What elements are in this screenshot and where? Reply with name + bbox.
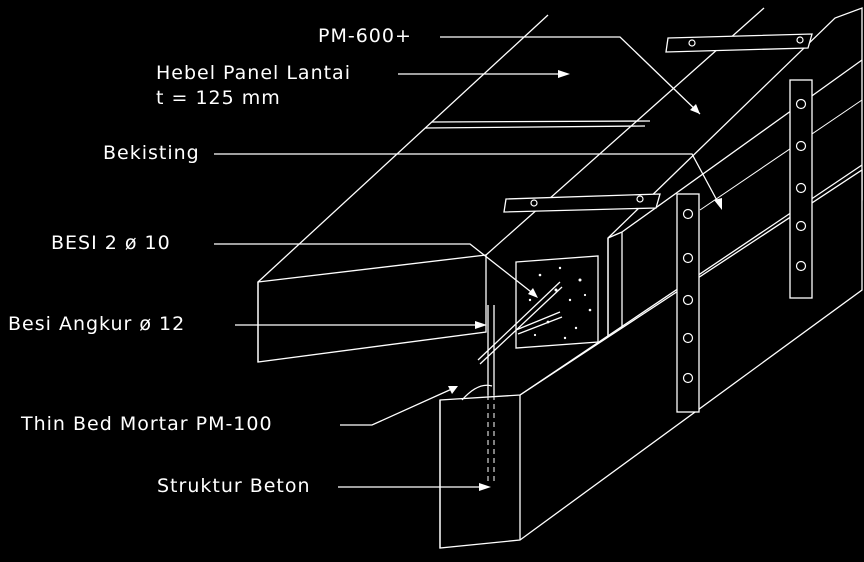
label-bekisting: Bekisting: [103, 142, 200, 164]
label-mortar: Thin Bed Mortar PM-100: [21, 413, 273, 435]
label-besi2: BESI 2 ø 10: [51, 232, 171, 254]
leader-pm600: [440, 36, 701, 115]
label-angkur: Besi Angkur ø 12: [8, 313, 186, 335]
rebar-and-anchor: [461, 281, 563, 485]
leader-angkur: [235, 321, 487, 329]
label-hebel-line1: Hebel Panel Lantai: [156, 62, 351, 84]
angle-bracket-lower: [503, 193, 661, 213]
steel-strap-left: [676, 193, 700, 413]
leader-mortar: [340, 386, 458, 426]
concrete-fill-block: [515, 255, 599, 349]
angle-bracket-upper: [665, 33, 813, 53]
label-pm600: PM-600+: [318, 25, 412, 47]
leader-hebel: [398, 70, 570, 78]
steel-strap-right: [789, 79, 813, 299]
leader-struktur: [338, 483, 491, 491]
label-hebel-line2: t = 125 mm: [156, 87, 281, 109]
leader-bekisting: [214, 153, 722, 210]
leader-besi2: [214, 243, 538, 298]
label-struktur: Struktur Beton: [157, 475, 311, 497]
